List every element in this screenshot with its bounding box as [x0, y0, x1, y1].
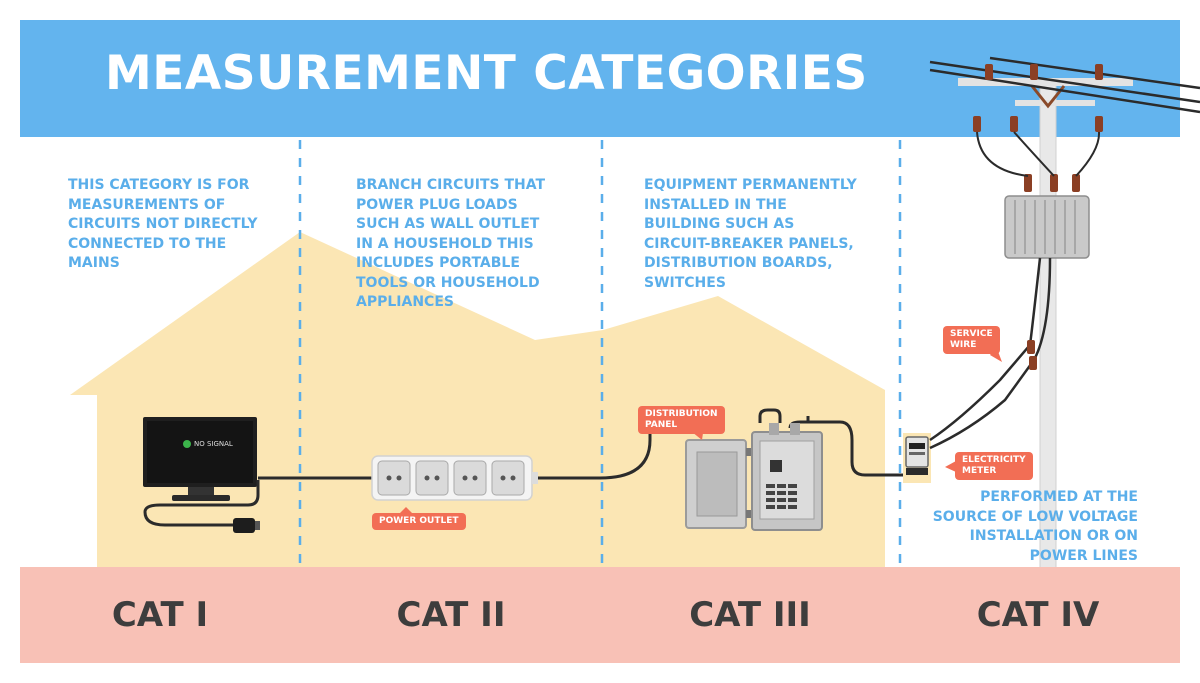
- description-line: INCLUDES PORTABLE: [356, 255, 520, 271]
- description-line: SUCH AS WALL OUTLET: [356, 216, 540, 232]
- description-line: INSTALLED IN THE: [644, 196, 787, 213]
- description-line: POWER PLUG LOADS: [356, 196, 518, 213]
- callout-line: WIRE: [950, 340, 977, 350]
- description-line: APPLIANCES: [356, 294, 454, 310]
- cat-ii-description: BRANCH CIRCUITS THAT POWER PLUG LOADS SU…: [356, 176, 545, 313]
- cat-iii-description: EQUIPMENT PERMANENTLY INSTALLED IN THE B…: [644, 176, 857, 293]
- distribution-panel-icon: [685, 408, 823, 531]
- description-line: MEASUREMENTS OF: [68, 196, 226, 213]
- callout-line: DISTRIBUTION: [645, 409, 718, 419]
- callout-line: METER: [962, 466, 997, 476]
- callout-line: SERVICE: [950, 329, 993, 339]
- service-wire-callout: SERVICE WIRE: [943, 326, 1000, 354]
- cat-i-description: THIS CATEGORY IS FOR MEASUREMENTS OF CIR…: [68, 176, 258, 274]
- description-line: BRANCH CIRCUITS THAT: [356, 177, 546, 193]
- distribution-panel-callout: DISTRIBUTION PANEL: [638, 406, 725, 434]
- description-line: PERFORMED AT THE: [980, 489, 1138, 505]
- monitor-icon: [143, 417, 260, 533]
- description-line: SWITCHES: [644, 274, 726, 291]
- description-line: POWER LINES: [1029, 547, 1138, 564]
- utility-pole-icon: [929, 56, 1200, 571]
- cat-iv-label: CAT IV: [976, 595, 1100, 635]
- description-line: DISTRIBUTION BOARDS,: [644, 255, 833, 271]
- cat-iii-label: CAT III: [689, 595, 811, 635]
- power-strip-icon: [371, 455, 538, 501]
- outlet-cable: [535, 418, 652, 480]
- callout-line: ELECTRICITY: [962, 455, 1026, 465]
- cat-i-label: CAT I: [111, 595, 209, 635]
- electricity-meter-callout: ELECTRICITY METER: [955, 452, 1033, 480]
- description-line: TOOLS OR HOUSEHOLD: [356, 274, 540, 291]
- description-line: CONNECTED TO THE: [68, 235, 227, 252]
- description-line: BUILDING SUCH AS: [644, 216, 795, 232]
- description-line: THIS CATEGORY IS FOR: [68, 177, 250, 193]
- callout-line: PANEL: [645, 420, 678, 430]
- description-line: MAINS: [68, 255, 120, 271]
- cat-ii-label: CAT II: [396, 595, 506, 635]
- description-line: INSTALLATION OR ON: [969, 528, 1138, 544]
- description-line: EQUIPMENT PERMANENTLY: [644, 177, 857, 193]
- house-silhouette: [70, 232, 885, 567]
- power-outlet-callout: POWER OUTLET: [372, 513, 466, 530]
- description-line: CIRCUITS NOT DIRECTLY: [68, 216, 258, 232]
- monitor-screen-text: NO SIGNAL: [194, 440, 233, 448]
- category-floor: [20, 567, 1180, 663]
- description-line: CIRCUIT-BREAKER PANELS,: [644, 235, 854, 252]
- description-line: SOURCE OF LOW VOLTAGE: [932, 508, 1138, 525]
- electricity-meter-icon: [903, 433, 931, 483]
- page-title: MEASUREMENT CATEGORIES: [105, 46, 868, 101]
- cat-iv-description: PERFORMED AT THE SOURCE OF LOW VOLTAGE I…: [933, 488, 1138, 566]
- description-line: IN A HOUSEHOLD THIS: [356, 235, 534, 252]
